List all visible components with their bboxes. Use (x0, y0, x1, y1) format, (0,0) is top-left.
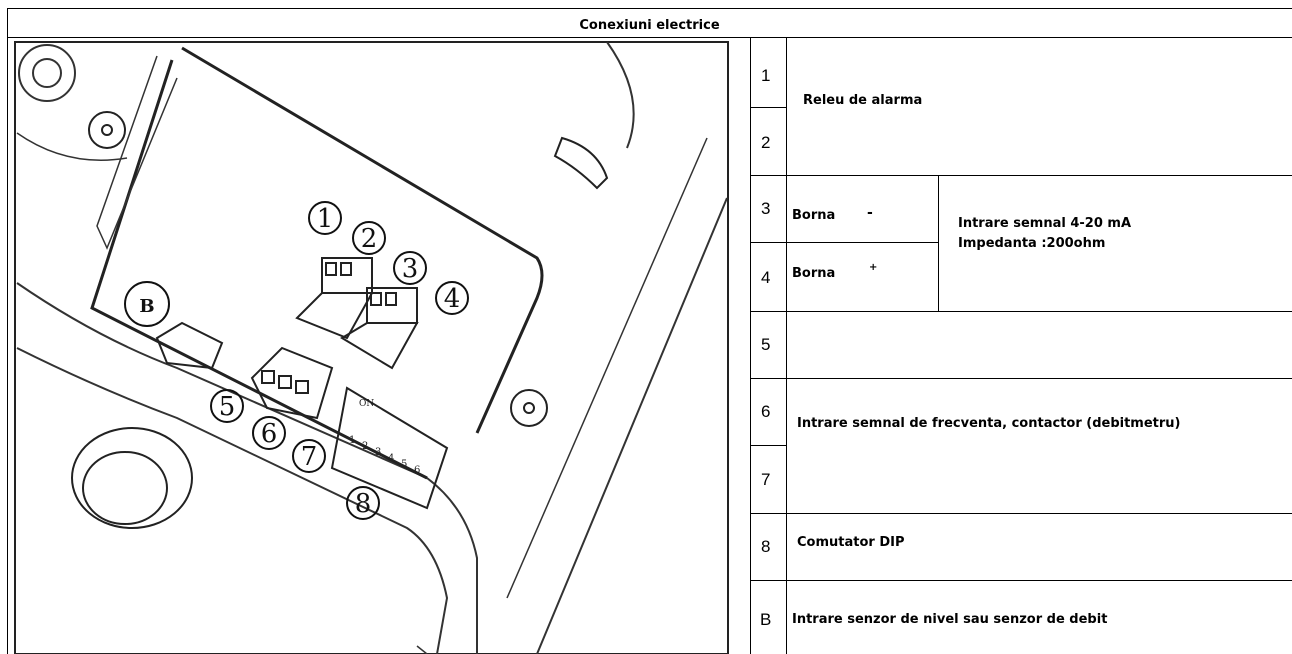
callout-8: 8 (355, 489, 372, 519)
row-number-b: B (760, 610, 772, 629)
callout-3: 3 (402, 254, 419, 284)
row-number-8: 8 (761, 537, 771, 556)
impedance-label: Impedanta :200ohm (958, 236, 1106, 251)
callout-5: 5 (219, 392, 236, 422)
row-divider (751, 378, 1292, 379)
callout-4: 4 (444, 284, 461, 314)
row-divider (751, 175, 1292, 176)
borna-minus-label: Borna (792, 208, 836, 223)
title-row: Conexiuni electrice (7, 8, 1292, 38)
minus-sign: - (867, 205, 873, 221)
column-divider (786, 38, 787, 654)
callout-1: 1 (317, 204, 334, 234)
callout-6: 6 (261, 419, 278, 449)
table-title: Conexiuni electrice (579, 18, 720, 33)
dip-label: 4 (388, 453, 394, 464)
column-divider-inner (938, 175, 939, 311)
table-frame (7, 8, 1292, 654)
plus-sign: + (869, 262, 878, 273)
sensor-input-label: Intrare senzor de nivel sau senzor de de… (792, 612, 1108, 627)
dip-label: 2 (362, 441, 368, 452)
row-divider (751, 445, 786, 446)
callout-7: 7 (301, 442, 318, 472)
row-number-7: 7 (761, 470, 771, 489)
dip-label: 1 (349, 435, 355, 446)
frequency-input-label: Intrare semnal de frecventa, contactor (… (797, 416, 1181, 431)
row-number-2: 2 (761, 133, 771, 152)
dip-header: ON (359, 399, 374, 409)
sensor-badge-b: B (139, 296, 154, 317)
row-divider (751, 513, 1292, 514)
dip-label: 3 (375, 447, 381, 458)
wiring-diagram: 1 2 3 4 5 6 ON 1 2 3 4 5 6 7 (7, 38, 751, 654)
borna-plus-label: Borna (792, 266, 836, 281)
row-number-5: 5 (761, 335, 771, 354)
signal-input-label: Intrare semnal 4-20 mA (958, 216, 1132, 231)
row-number-3: 3 (761, 199, 771, 218)
row-divider (751, 107, 786, 108)
relay-label: Releu de alarma (803, 93, 923, 108)
row-divider (751, 311, 1292, 312)
row-number-6: 6 (761, 402, 771, 421)
callout-2: 2 (361, 224, 378, 254)
dip-switch-label: Comutator DIP (797, 535, 905, 550)
terminal-box-drawing: 1 2 3 4 5 6 ON 1 2 3 4 5 6 7 (14, 41, 729, 654)
row-number-1: 1 (761, 66, 771, 85)
row-divider (751, 580, 1292, 581)
dip-label: 6 (414, 465, 420, 476)
row-divider (751, 242, 938, 243)
dip-label: 5 (401, 459, 407, 470)
row-number-4: 4 (761, 268, 771, 287)
